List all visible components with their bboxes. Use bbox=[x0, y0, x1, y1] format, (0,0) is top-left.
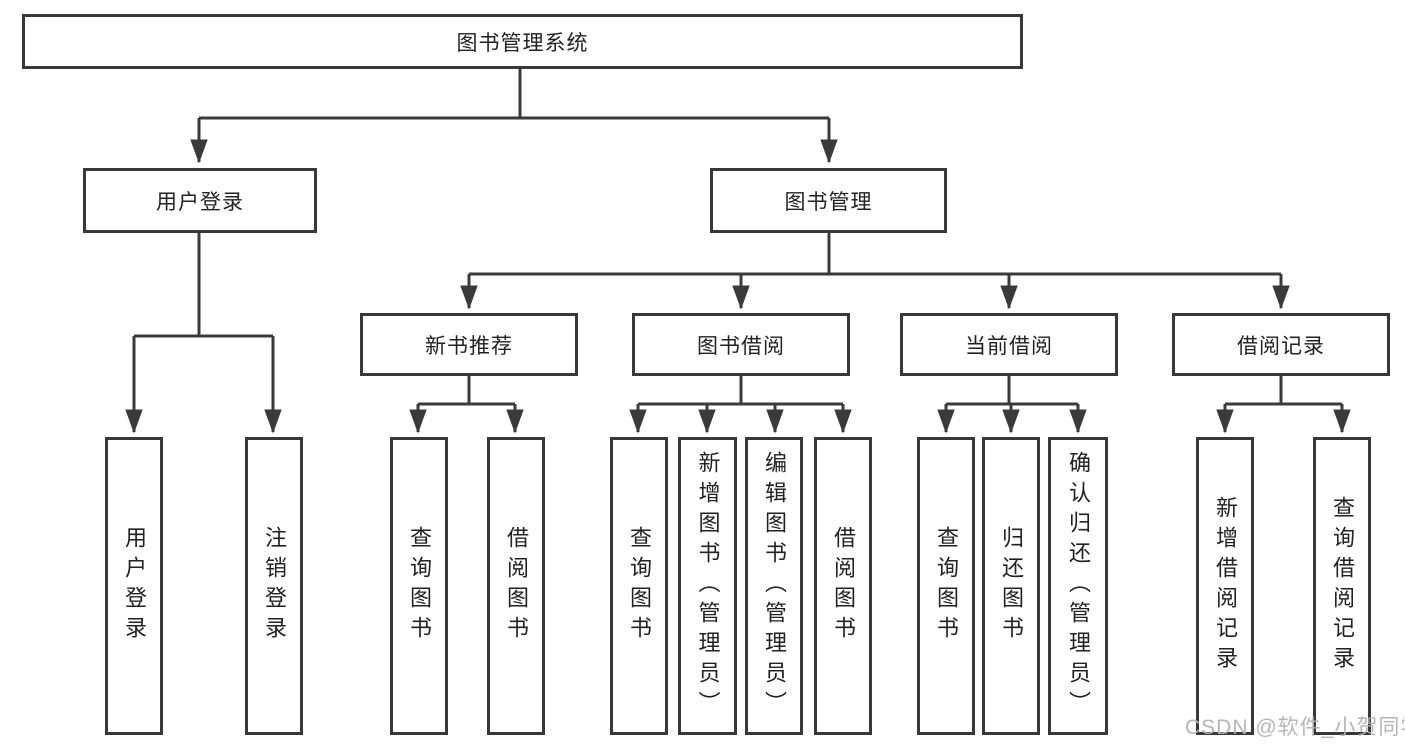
leaf-query-borrow-record: 查询借阅记录 bbox=[1313, 437, 1371, 735]
node-borrowing-records: 借阅记录 bbox=[1172, 313, 1390, 376]
leaf-query-books-current: 查询图书 bbox=[917, 437, 975, 735]
node-system-root: 图书管理系统 bbox=[22, 14, 1023, 69]
node-book-management: 图书管理 bbox=[710, 168, 947, 233]
leaf-borrow-books-recommendation: 借阅图书 bbox=[487, 437, 545, 735]
leaf-confirm-return-admin: 确认归还（管理员） bbox=[1048, 437, 1108, 735]
leaf-add-books-admin: 新增图书（管理员） bbox=[678, 437, 737, 735]
node-book-borrowing: 图书借阅 bbox=[632, 313, 850, 376]
node-user-login: 用户登录 bbox=[83, 168, 317, 233]
leaf-user-login: 用户登录 bbox=[105, 437, 163, 735]
csdn-watermark: CSDN @软件_小贺同学 bbox=[1185, 716, 1405, 739]
leaf-borrow-books: 借阅图书 bbox=[814, 437, 872, 735]
leaf-return-books: 归还图书 bbox=[982, 437, 1040, 735]
leaf-add-borrow-record: 新增借阅记录 bbox=[1196, 437, 1254, 735]
leaf-query-books-recommendation: 查询图书 bbox=[390, 437, 448, 735]
node-current-borrowing: 当前借阅 bbox=[900, 313, 1118, 376]
node-new-book-recommendation: 新书推荐 bbox=[360, 313, 578, 376]
leaf-edit-books-admin: 编辑图书（管理员） bbox=[745, 437, 803, 735]
leaf-query-books-borrowing: 查询图书 bbox=[610, 437, 668, 735]
leaf-logout: 注销登录 bbox=[245, 437, 303, 735]
